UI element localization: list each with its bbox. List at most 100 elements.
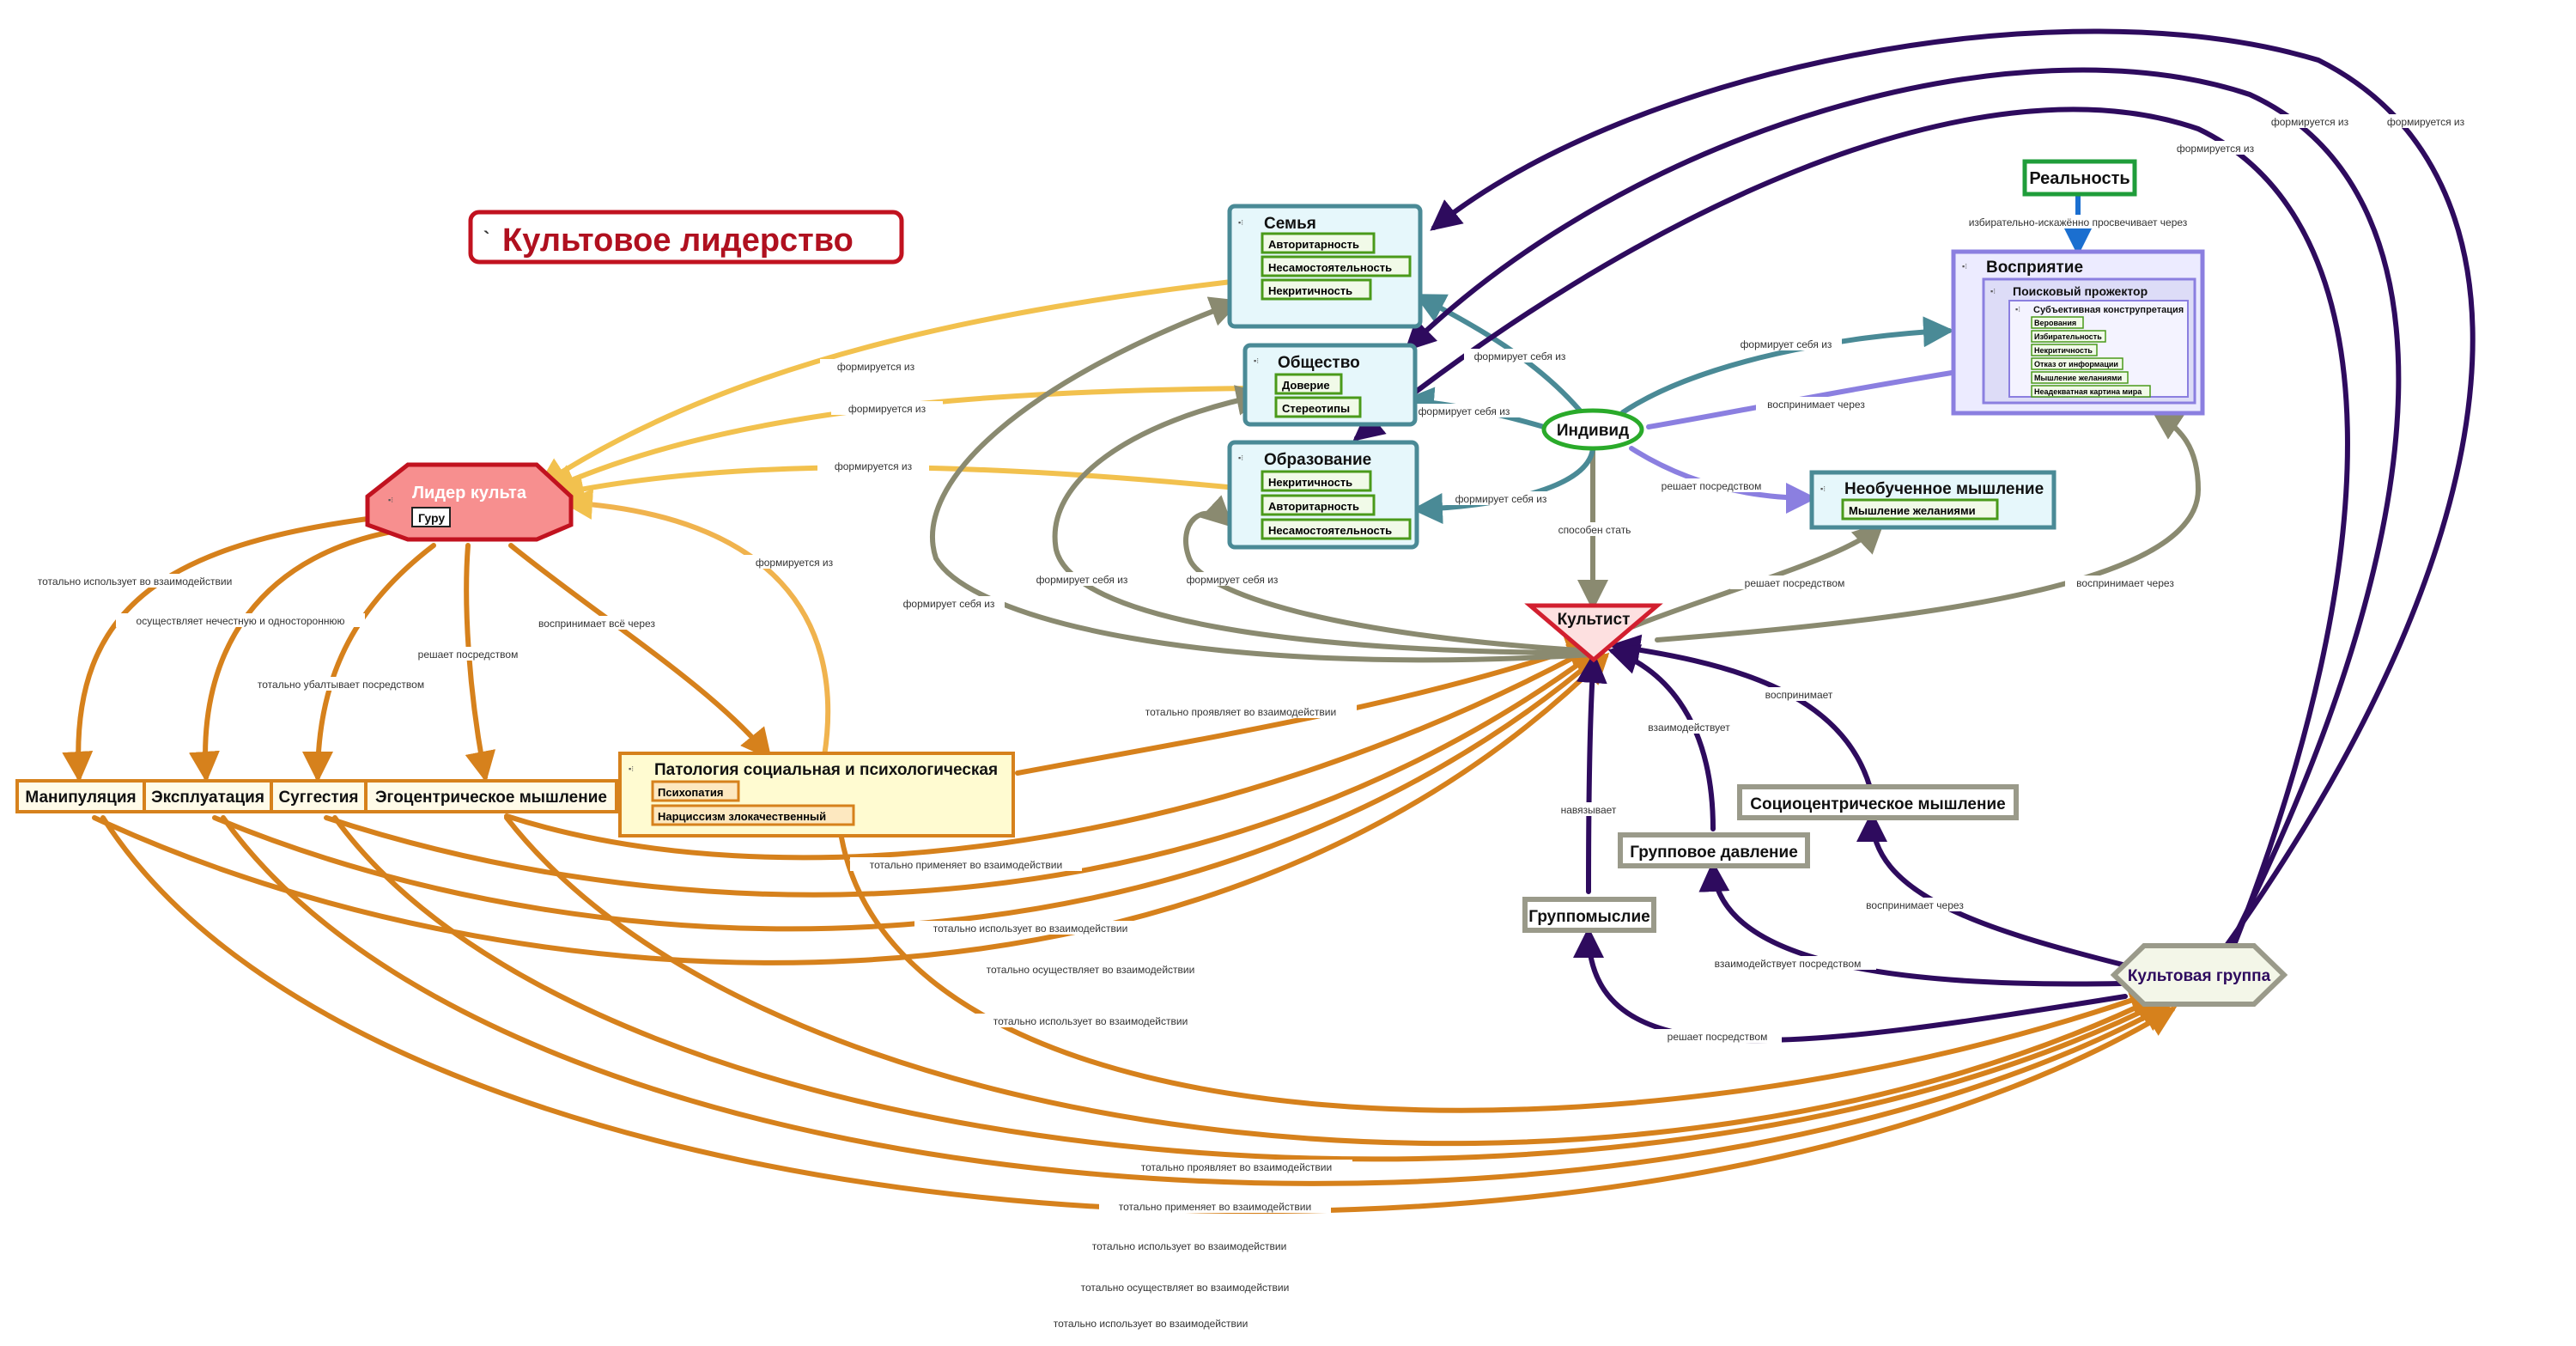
- svg-text:Мышление желаниями: Мышление желаниями: [1849, 504, 1976, 517]
- svg-text:взаимодействует: взаимодействует: [1648, 722, 1730, 734]
- edge-label: тотально осуществляет во взаимодействии: [966, 962, 1215, 976]
- svg-text:воспринимает через: воспринимает через: [1767, 399, 1865, 411]
- node-individual[interactable]: Индивид: [1541, 408, 1644, 451]
- edge-label: воспринимает всё через: [524, 616, 670, 630]
- edge-exploitation-group: [221, 815, 2173, 1186]
- svg-text:тотально убалтывает посредство: тотально убалтывает посредством: [258, 679, 424, 691]
- edge-label: формирует себя из: [1026, 572, 1138, 586]
- node-education[interactable]: ▪⁝ Образование Некритичность Авторитарно…: [1227, 440, 1419, 550]
- svg-text:решает посредством: решает посредством: [418, 649, 519, 661]
- node-cultist[interactable]: Культист: [1524, 603, 1663, 663]
- node-perception[interactable]: ▪⁝ Восприятие ▪⁝ Поисковый прожектор ▪⁝ …: [1951, 249, 2205, 416]
- edge-labels: формируется из формируется из формируетс…: [17, 114, 2477, 1330]
- node-leader[interactable]: ▪⁝ Лидер культа Гуру: [365, 462, 574, 542]
- edge-individual-family: [1413, 294, 1583, 413]
- title-mark: `: [483, 228, 489, 249]
- edge-label: формируется из: [831, 401, 943, 415]
- edge-manipulation-cultist: [92, 652, 1610, 965]
- svg-text:Эксплуатация: Эксплуатация: [151, 789, 264, 807]
- svg-text:тотально использует во взаимод: тотально использует во взаимодействии: [993, 1015, 1188, 1027]
- svg-text:Несамостоятельность: Несамостоятельность: [1268, 261, 1392, 274]
- edge-label: формируется из: [2374, 114, 2477, 128]
- edge-label: воспринимает через: [1756, 397, 1876, 411]
- svg-text:тотально проявляет во взаимоде: тотально проявляет во взаимодействии: [1141, 1161, 1332, 1173]
- svg-text:Общество: Общество: [1278, 354, 1360, 372]
- svg-text:Психопатия: Психопатия: [658, 786, 723, 799]
- svg-text:Культист: Культист: [1558, 611, 1631, 629]
- collapse-toggle-icon[interactable]: ▪⁝: [388, 496, 393, 504]
- edge-manipulation-group: [100, 815, 2178, 1215]
- svg-text:Некритичность: Некритичность: [1268, 476, 1352, 489]
- edge-label: тотально использует во взаимодействии: [1073, 1239, 1305, 1252]
- svg-text:тотально осуществляет во взаим: тотально осуществляет во взаимодействии: [1081, 1282, 1290, 1294]
- edge-cultist-society: [1052, 385, 1595, 655]
- svg-text:Индивид: Индивид: [1557, 422, 1629, 440]
- svg-text:формируется из: формируется из: [837, 361, 915, 373]
- svg-text:воспринимает: воспринимает: [1765, 689, 1833, 701]
- svg-text:формируется из: формируется из: [848, 403, 927, 415]
- edge-label: тотально использует во взаимодействии: [914, 921, 1146, 935]
- edge-pathology-leader: [562, 488, 831, 758]
- collapse-toggle-icon[interactable]: ▪⁝: [2015, 305, 2020, 314]
- svg-text:тотально применяет во взаимоде: тотально применяет во взаимодействии: [1119, 1201, 1311, 1213]
- node-manipulation[interactable]: Манипуляция: [15, 779, 146, 813]
- edge-exploitation-cultist: [212, 649, 1607, 932]
- svg-text:решает посредством: решает посредством: [1745, 577, 1845, 589]
- svg-text:Культовая группа: Культовая группа: [2128, 967, 2271, 985]
- svg-text:Некритичность: Некритичность: [2034, 346, 2093, 355]
- svg-text:Семья: Семья: [1264, 215, 1316, 233]
- edge-label: решает посредством: [1653, 1029, 1782, 1043]
- svg-text:Избирательность: Избирательность: [2034, 332, 2102, 341]
- edge-suggestion-group: [332, 815, 2169, 1162]
- node-family[interactable]: ▪⁝ Семья Авторитарность Несамостоятельно…: [1227, 204, 1423, 329]
- collapse-toggle-icon[interactable]: ▪⁝: [1238, 218, 1243, 227]
- edge-individual-perception: [1620, 316, 1954, 415]
- edge-label: решает посредством: [404, 647, 532, 661]
- collapse-toggle-icon[interactable]: ▪⁝: [1254, 356, 1259, 365]
- edge-leader-egocentric: [464, 543, 496, 783]
- svg-text:тотально использует во взаимод: тотально использует во взаимодействии: [38, 576, 233, 588]
- collapse-toggle-icon[interactable]: ▪⁝: [629, 764, 634, 773]
- node-cult-group[interactable]: Культовая группа: [2110, 943, 2288, 1007]
- edge-group-sociocentric: [1856, 811, 2132, 969]
- svg-text:Мышление желаниями: Мышление желаниями: [2034, 374, 2122, 382]
- collapse-toggle-icon[interactable]: ▪⁝: [1962, 262, 1967, 271]
- svg-text:Образование: Образование: [1264, 451, 1371, 469]
- collapse-toggle-icon[interactable]: ▪⁝: [1238, 454, 1243, 462]
- edge-cultist-perception: [1655, 409, 2202, 643]
- node-groupthink[interactable]: Группомыслие: [1522, 897, 1656, 933]
- svg-text:формирует себя из: формирует себя из: [1474, 350, 1566, 362]
- node-sociocentric[interactable]: Социоцентрическое мышление: [1737, 784, 2019, 820]
- node-egocentric[interactable]: Эгоцентрическое мышление: [364, 779, 618, 813]
- svg-text:Нарциссизм злокачественный: Нарциссизм злокачественный: [658, 810, 826, 823]
- svg-text:Восприятие: Восприятие: [1986, 259, 2083, 277]
- svg-text:Неадекватная картина мира: Неадекватная картина мира: [2034, 387, 2142, 396]
- node-untrained[interactable]: ▪⁝ Необученное мышление Мышление желания…: [1809, 470, 2057, 530]
- edge-label: воспринимает через: [2065, 576, 2185, 589]
- node-group-pressure[interactable]: Групповое давление: [1618, 832, 1810, 868]
- node-suggestion[interactable]: Суггестия: [270, 779, 368, 813]
- svg-text:осуществляет нечестную и однос: осуществляет нечестную и одностороннюю: [137, 615, 345, 627]
- svg-text:избирательно-искажённо просвеч: избирательно-искажённо просвечивает чере…: [1969, 216, 2188, 228]
- edge-label: навязывает: [1554, 802, 1623, 816]
- edge-label: формирует себя из: [893, 596, 1005, 610]
- edge-label: тотально использует во взаимодействии: [1035, 1316, 1267, 1330]
- edge-grouppressure-cultist: [1607, 644, 1716, 831]
- page-title: Культовое лидерство: [502, 222, 854, 259]
- node-society[interactable]: ▪⁝ Общество Доверие Стереотипы: [1242, 343, 1418, 427]
- svg-text:Стереотипы: Стереотипы: [1282, 402, 1350, 415]
- svg-text:тотально использует во взаимод: тотально использует во взаимодействии: [1092, 1240, 1287, 1252]
- svg-text:Группомыслие: Группомыслие: [1528, 908, 1649, 926]
- node-exploitation[interactable]: Эксплуатация: [143, 779, 273, 813]
- edge-label: формирует себя из: [1176, 572, 1288, 586]
- collapse-toggle-icon[interactable]: ▪⁝: [1990, 287, 1996, 295]
- svg-text:Эгоцентрическое мышление: Эгоцентрическое мышление: [375, 789, 607, 807]
- node-reality[interactable]: Реальность: [2022, 159, 2137, 197]
- svg-text:Поисковый прожектор: Поисковый прожектор: [2013, 284, 2148, 298]
- node-pathology[interactable]: ▪⁝ Патология социальная и психологическа…: [618, 752, 1015, 837]
- svg-text:Авторитарность: Авторитарность: [1268, 500, 1359, 513]
- edge-label: формирует себя из: [1408, 404, 1520, 417]
- map-title[interactable]: ` Культовое лидерство: [468, 210, 904, 265]
- collapse-toggle-icon[interactable]: ▪⁝: [1820, 484, 1826, 493]
- edge-label: тотально проявляет во взаимодействии: [1125, 704, 1357, 718]
